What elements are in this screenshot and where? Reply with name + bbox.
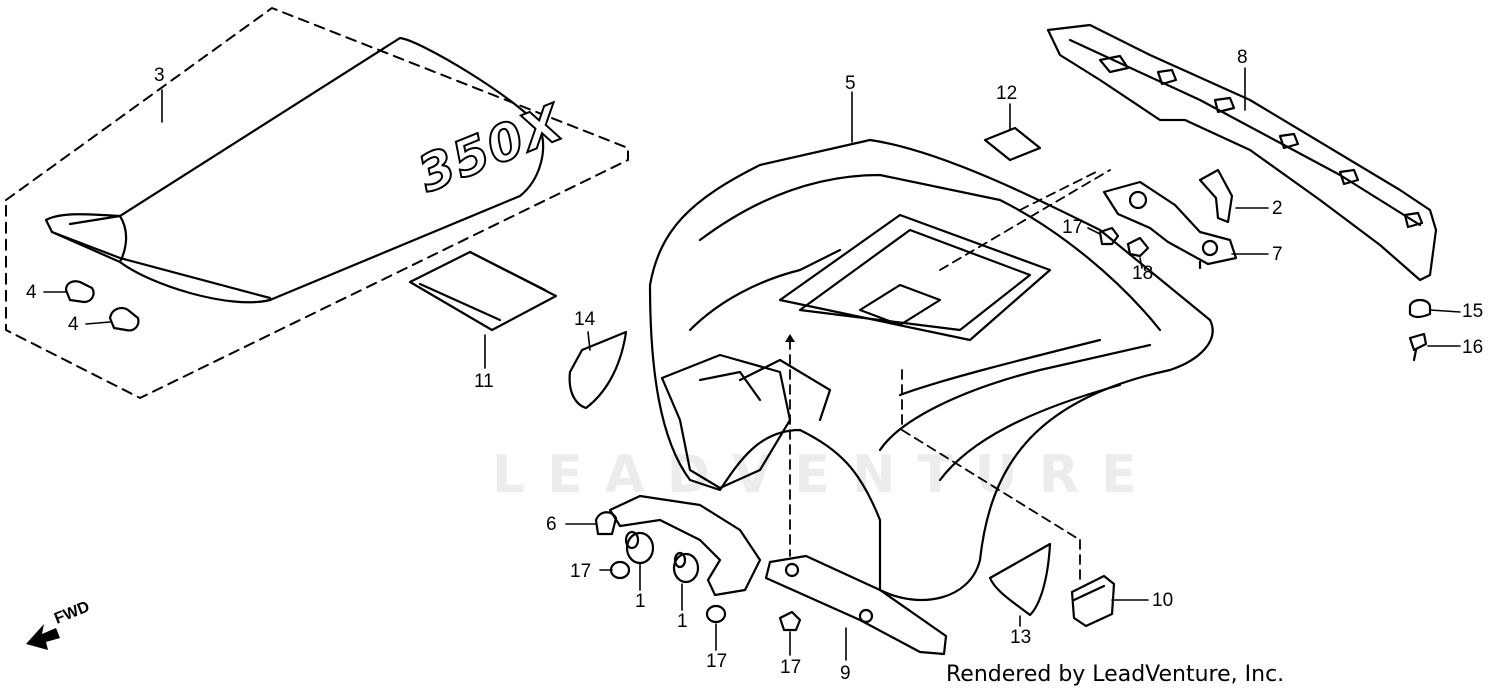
- callout-17-bottom: 17: [780, 657, 802, 678]
- cushion-part-1-right: [672, 551, 700, 584]
- callout-1-left: 1: [635, 591, 646, 612]
- callout-1-right: 1: [677, 611, 688, 632]
- leader-lines: [43, 67, 1461, 661]
- callout-9: 9: [840, 663, 851, 684]
- side-film-part-14: [568, 330, 628, 410]
- collar-part-17-center: [705, 604, 727, 624]
- rear-rail-part-8: [1046, 23, 1438, 282]
- stay-part-9: [764, 554, 948, 656]
- assembly-lines: [789, 169, 1111, 581]
- callout-17-left: 17: [570, 561, 592, 582]
- emblem-part-12: [983, 126, 1042, 162]
- plate-part-7: [1102, 180, 1238, 270]
- box-part-10: [1070, 574, 1116, 628]
- watermark: LEADVENTURE: [492, 445, 1159, 505]
- callout-4-lower: 4: [68, 314, 79, 335]
- callout-14: 14: [574, 309, 596, 330]
- seat-group-outline: [5, 7, 629, 399]
- clip-part-4-upper: [64, 280, 95, 304]
- callout-2: 2: [1272, 198, 1283, 219]
- callout-17-upper: 17: [1062, 217, 1084, 238]
- callout-11: 11: [474, 371, 494, 392]
- nut-part-15: [1408, 298, 1432, 319]
- nut-part-17-upper: [1098, 226, 1120, 246]
- callout-12: 12: [996, 83, 1018, 104]
- callout-17-center: 17: [706, 651, 728, 672]
- bracket-part-2: [1198, 168, 1234, 224]
- callout-8: 8: [1237, 47, 1248, 68]
- callout-3: 3: [154, 65, 165, 86]
- callout-15: 15: [1462, 301, 1484, 322]
- collar-part-17-left: [609, 560, 631, 580]
- nut-part-17-bottom: [778, 610, 802, 632]
- callout-7: 7: [1272, 244, 1283, 265]
- rear-fender-part-5: [648, 138, 1214, 602]
- callout-18: 18: [1132, 263, 1154, 284]
- render-credit: Rendered by LeadVenture, Inc.: [946, 662, 1285, 687]
- callout-6: 6: [546, 514, 557, 535]
- callout-10: 10: [1152, 590, 1174, 611]
- callout-13: 13: [1010, 627, 1032, 648]
- callout-16: 16: [1462, 337, 1484, 358]
- bracket-part-6: [594, 494, 762, 597]
- screw-part-16: [1408, 332, 1428, 362]
- callout-5: 5: [845, 73, 856, 94]
- callout-4-upper: 4: [26, 282, 37, 303]
- film-part-13: [988, 542, 1052, 617]
- nut-part-18: [1126, 236, 1150, 258]
- seat-film-part-11: [408, 250, 558, 332]
- fwd-arrow-icon: [26, 624, 60, 650]
- seat-part-3: [44, 36, 545, 304]
- cushion-part-1-left: [624, 530, 655, 565]
- clip-part-4-lower: [108, 307, 140, 332]
